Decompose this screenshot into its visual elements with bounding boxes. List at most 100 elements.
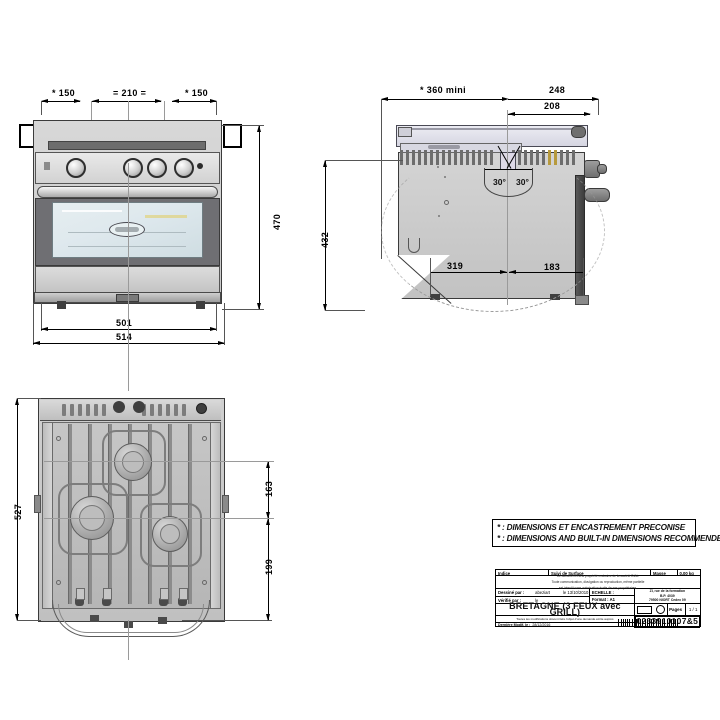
plan-grate-rear bbox=[102, 430, 166, 496]
plan-vent-slot bbox=[166, 404, 170, 416]
dim-arrow bbox=[257, 125, 261, 132]
dim-arrow bbox=[266, 512, 270, 519]
ext-line bbox=[325, 310, 365, 311]
plan-fastener bbox=[56, 436, 61, 441]
ext-line bbox=[216, 303, 217, 331]
plan-vent-slot bbox=[78, 404, 82, 416]
tb-masse-label: Masse bbox=[651, 570, 678, 575]
dim-line bbox=[325, 160, 326, 310]
tb-derniere-label: Dernière Modif. le : bbox=[498, 623, 531, 628]
tb-masse-value: 0,00 kg bbox=[679, 570, 694, 576]
ext-line bbox=[583, 258, 584, 296]
plan-vent-slot bbox=[62, 404, 66, 416]
plan-vent-slot bbox=[86, 404, 90, 416]
dim-arrow bbox=[323, 160, 327, 167]
side-base-bracket bbox=[575, 295, 589, 305]
door-latch[interactable] bbox=[116, 294, 139, 302]
dim-line bbox=[509, 272, 583, 273]
side-panel-detail bbox=[428, 145, 460, 149]
title-block-header-row: Indice Suivi de Surface Masse 0,00 kg bbox=[496, 570, 700, 576]
plan-hinge-left bbox=[34, 495, 41, 513]
company-address-line-3: 79500 NIORT Cedex 09 bbox=[648, 598, 686, 603]
barcode bbox=[618, 619, 696, 626]
title-block-footer-note: Toutes les modifications doivent faire l… bbox=[516, 617, 614, 621]
dim-front-height: 470 bbox=[272, 213, 282, 230]
ext-line bbox=[222, 125, 264, 126]
legal-line-3: est interdit sans autorisation écrite de… bbox=[558, 586, 638, 590]
dim-side-183: 183 bbox=[544, 262, 561, 272]
ext-line bbox=[17, 398, 41, 399]
dim-line bbox=[508, 99, 598, 100]
tb-format-label: Format : A1 bbox=[591, 596, 615, 602]
plan-side-rail-right bbox=[210, 422, 221, 609]
dim-side-319: 319 bbox=[447, 261, 464, 271]
projection-symbol-circle bbox=[656, 605, 665, 614]
ext-line-199-bottom bbox=[182, 620, 272, 621]
dim-line bbox=[259, 125, 260, 309]
gas-inlet-nozzle bbox=[597, 164, 607, 174]
plan-grate-front-right bbox=[140, 503, 202, 567]
dim-arrow bbox=[266, 614, 270, 621]
mounting-bracket-right bbox=[223, 124, 242, 148]
plan-vent-slot bbox=[174, 404, 178, 416]
dim-side-height: 432 bbox=[320, 231, 330, 248]
dim-line bbox=[172, 101, 216, 102]
control-knob-3[interactable] bbox=[147, 158, 167, 178]
dim-line bbox=[508, 114, 590, 115]
side-rail-end-right bbox=[571, 126, 586, 138]
dim-arrow bbox=[592, 97, 599, 101]
dim-arrow bbox=[509, 270, 516, 274]
dim-arrow bbox=[92, 99, 99, 103]
dim-front-burner-left: * 150 bbox=[52, 88, 76, 98]
plan-rail-bracket-3 bbox=[158, 617, 167, 624]
dim-arrow bbox=[41, 327, 48, 331]
ignition-button[interactable] bbox=[197, 163, 203, 169]
oven-door-handle[interactable] bbox=[37, 186, 218, 198]
note-line-english: * : DIMENSIONS AND BUILT-IN DIMENSIONS R… bbox=[497, 534, 720, 543]
tb-dessine-date: le 13/10/2010 bbox=[562, 589, 589, 595]
plan-rear-fitting-3 bbox=[196, 403, 207, 414]
plan-knob-collar-3 bbox=[160, 588, 169, 600]
ext-line bbox=[598, 99, 599, 115]
dim-arrow bbox=[323, 304, 327, 311]
plan-grate-rail bbox=[168, 424, 172, 604]
plan-rear-fitting-1 bbox=[113, 401, 125, 413]
ext-line bbox=[224, 303, 225, 345]
side-top-edge bbox=[401, 128, 581, 130]
tb-indice-label: Indice bbox=[496, 570, 550, 575]
dim-plan-163: 163 bbox=[264, 480, 274, 497]
swing-clearance-arc-sides bbox=[381, 150, 605, 312]
dim-side-248: 248 bbox=[549, 85, 566, 95]
dim-front-width-inner: 501 bbox=[116, 318, 133, 328]
tb-derniere-value: 28/12/2016 bbox=[532, 623, 551, 628]
plan-vent-slot bbox=[102, 404, 106, 416]
oven-shelf-line bbox=[68, 246, 186, 247]
dim-arrow bbox=[74, 99, 81, 103]
plan-vent-slot bbox=[70, 404, 74, 416]
dim-arrow bbox=[172, 99, 179, 103]
control-knob-2[interactable] bbox=[123, 158, 143, 178]
plan-center-line-v bbox=[128, 620, 129, 660]
dim-line bbox=[17, 398, 18, 620]
dim-line bbox=[268, 518, 269, 620]
plan-front-rail-arc-inner bbox=[58, 604, 204, 633]
legal-notice-row: Ce document est la propriété exclusive d… bbox=[496, 574, 700, 590]
plan-fastener bbox=[202, 436, 207, 441]
authoring-row: Dessiné par : abeziart le 13/10/2010 Vér… bbox=[496, 589, 700, 604]
ext-line bbox=[41, 303, 42, 331]
dim-side-208: 208 bbox=[544, 101, 561, 111]
plan-fastener bbox=[56, 580, 61, 585]
plan-vent-slot bbox=[158, 404, 162, 416]
control-knob-4[interactable] bbox=[174, 158, 194, 178]
brand-logo bbox=[109, 222, 145, 237]
tb-echelle-label: ECHELLE : bbox=[589, 589, 634, 596]
plan-knob-collar-4 bbox=[179, 588, 188, 600]
foot-left bbox=[57, 301, 66, 309]
control-knob-1[interactable] bbox=[66, 158, 86, 178]
plan-vent-slot bbox=[150, 404, 154, 416]
dim-arrow bbox=[210, 99, 217, 103]
ext-line bbox=[41, 101, 42, 115]
dim-side-depth-mini: * 360 mini bbox=[420, 85, 467, 95]
plan-rail-bracket-1 bbox=[90, 615, 99, 622]
